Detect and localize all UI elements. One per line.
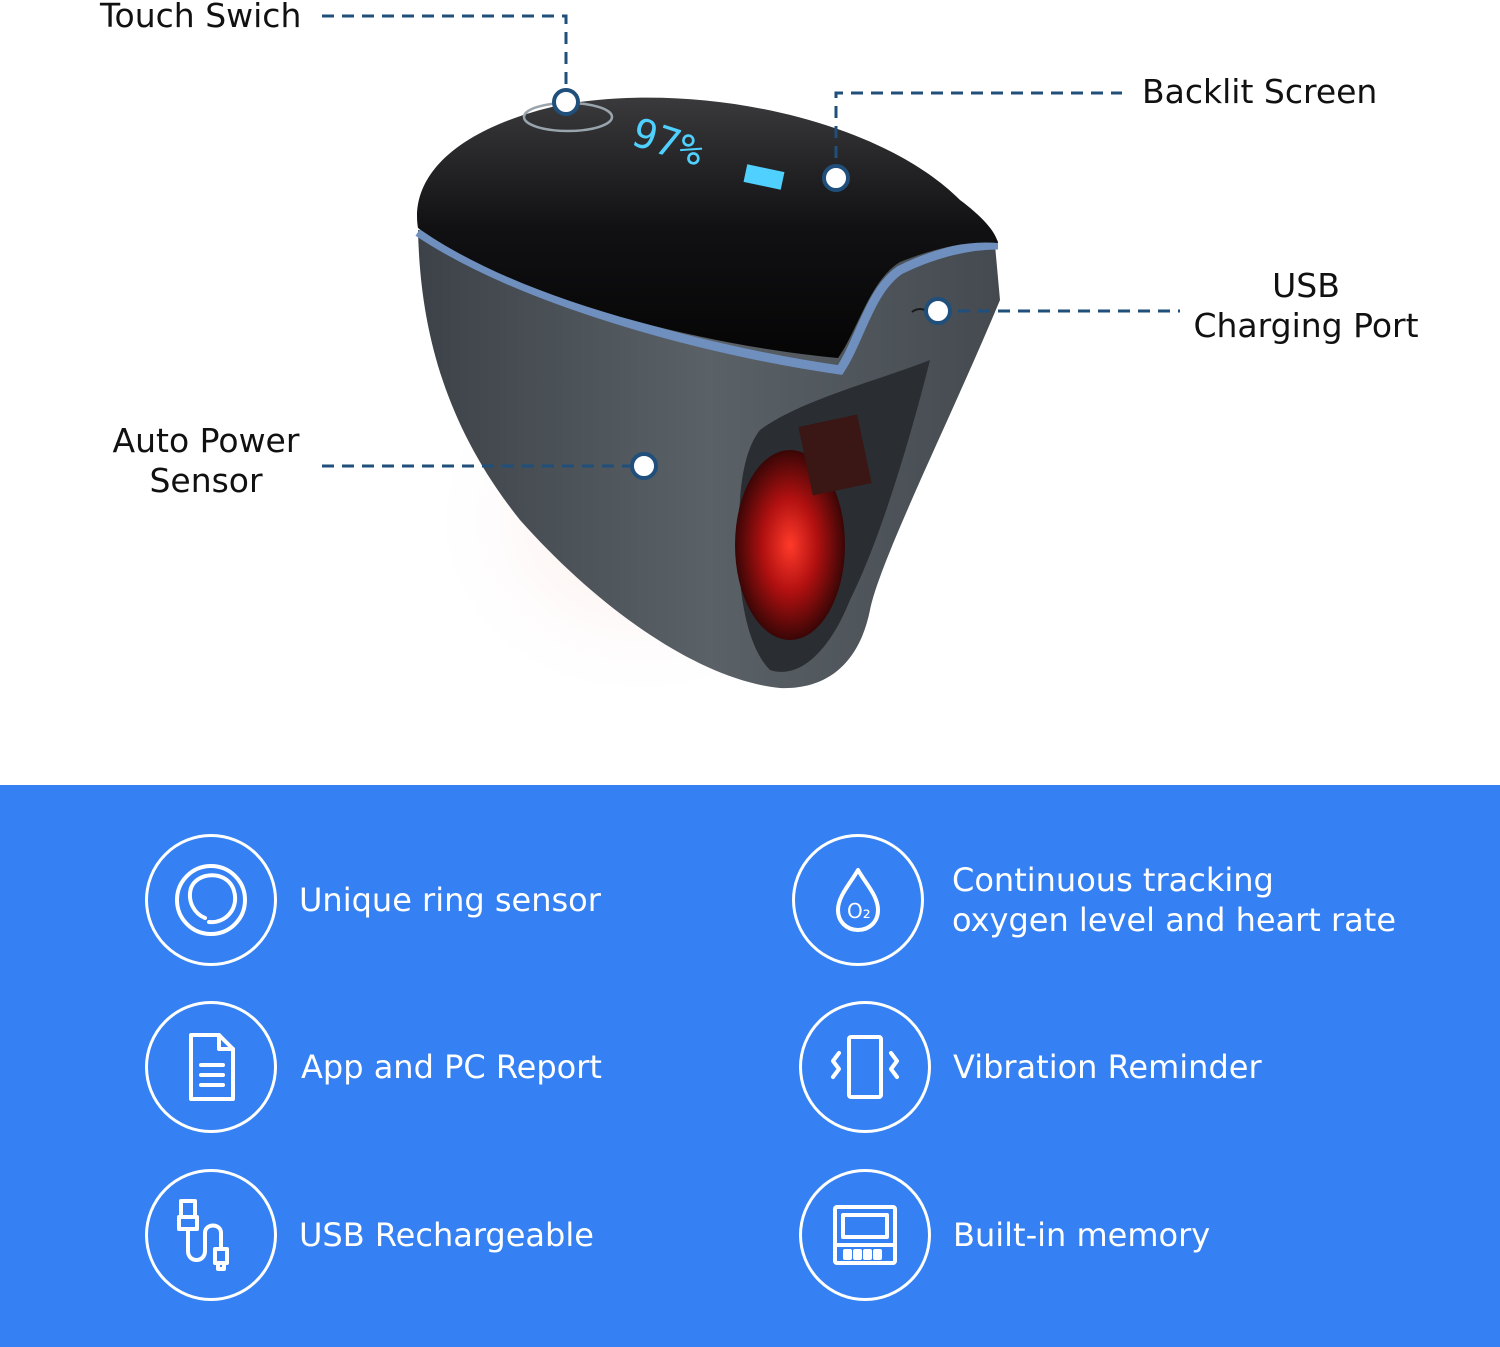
- sensor-window: [798, 414, 872, 496]
- feature-vibration-reminder: Vibration Reminder: [799, 1001, 1262, 1133]
- usb-port-label: USB Charging Port: [1188, 266, 1424, 346]
- features-band: Unique ring sensor O₂ Continuous trackin…: [0, 785, 1500, 1347]
- feature-label: USB Rechargeable: [299, 1216, 594, 1254]
- usb-cable-icon: [145, 1169, 277, 1301]
- ring-oximeter-illustration: 97%: [415, 97, 1000, 710]
- document-icon: [145, 1001, 277, 1133]
- device-top-cover: [417, 97, 998, 358]
- auto-power-dot: [630, 452, 658, 480]
- feature-label-line1: Continuous tracking: [952, 861, 1274, 899]
- feature-usb-rechargeable: USB Rechargeable: [145, 1169, 594, 1301]
- vibration-phone-icon: [799, 1001, 931, 1133]
- callout-lines: [322, 14, 1180, 480]
- ring-sensor-icon: [145, 834, 277, 966]
- feature-label: App and PC Report: [301, 1048, 602, 1086]
- usb-port-dot: [924, 297, 952, 325]
- touch-switch-label: Touch Swich: [100, 0, 302, 35]
- memory-chip-icon: [799, 1169, 931, 1301]
- feature-app-pc-report: App and PC Report: [145, 1001, 602, 1133]
- feature-label-line2: oxygen level and heart rate: [952, 901, 1397, 939]
- product-photo-area: 97% Touch Swich Backlit Screen USB Charg…: [100, 0, 1424, 710]
- oxygen-drop-icon: O₂: [792, 834, 924, 966]
- auto-power-label: Auto Power Sensor: [104, 421, 308, 501]
- feature-built-in-memory: Built-in memory: [799, 1169, 1210, 1301]
- feature-ring-sensor: Unique ring sensor: [145, 834, 601, 966]
- touch-switch-dot: [552, 88, 580, 116]
- usb-port-label-line2: Charging Port: [1193, 306, 1419, 345]
- feature-label: Unique ring sensor: [299, 881, 601, 919]
- backlit-screen-label: Backlit Screen: [1142, 72, 1378, 111]
- red-sensor-light: [735, 450, 845, 640]
- feature-label: Continuous tracking oxygen level and hea…: [952, 860, 1396, 940]
- screen-heart-indicator: [743, 164, 785, 190]
- auto-power-label-line1: Auto Power: [112, 421, 300, 460]
- backlit-screen-dot: [822, 164, 850, 192]
- feature-label: Vibration Reminder: [953, 1048, 1262, 1086]
- feature-label: Built-in memory: [953, 1216, 1211, 1254]
- feature-continuous-tracking: O₂ Continuous tracking oxygen level and …: [792, 834, 1396, 966]
- svg-text:O₂: O₂: [847, 899, 871, 923]
- usb-port-label-line1: USB: [1272, 266, 1340, 305]
- device-trim: [415, 228, 999, 375]
- auto-power-label-line2: Sensor: [149, 461, 263, 500]
